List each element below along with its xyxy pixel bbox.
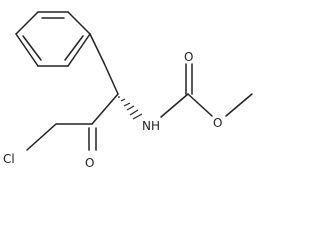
- atom-label-carbonyl-oxygen: O: [184, 50, 193, 64]
- atom-label-nh: NH: [142, 119, 160, 133]
- carbamate-double-bond: [185, 63, 193, 95]
- atom-label-ester-oxygen: O: [213, 116, 222, 130]
- bond-chiral-ketone: [91, 93, 119, 125]
- bond-ring-ch2: [89, 33, 105, 64]
- molecule-diagram: Cl O NH O O: [3, 11, 253, 170]
- structure-drawing: Cl O NH O O: [3, 11, 253, 170]
- bond-carbamate-ester-o: [187, 93, 213, 117]
- bond-ch2-cl: [26, 123, 57, 151]
- atom-label-chlorine: Cl: [3, 152, 15, 166]
- bond-ch2-chiral: [103, 62, 119, 95]
- atom-label-ketone-oxygen: O: [85, 156, 94, 170]
- benzene-ring: [15, 11, 91, 67]
- ketone-double-bond: [88, 127, 97, 151]
- hashed-wedge-bond: [118, 96, 143, 120]
- bond-ester-o-methyl: [225, 93, 253, 117]
- bond-nh-carbamate: [160, 93, 189, 118]
